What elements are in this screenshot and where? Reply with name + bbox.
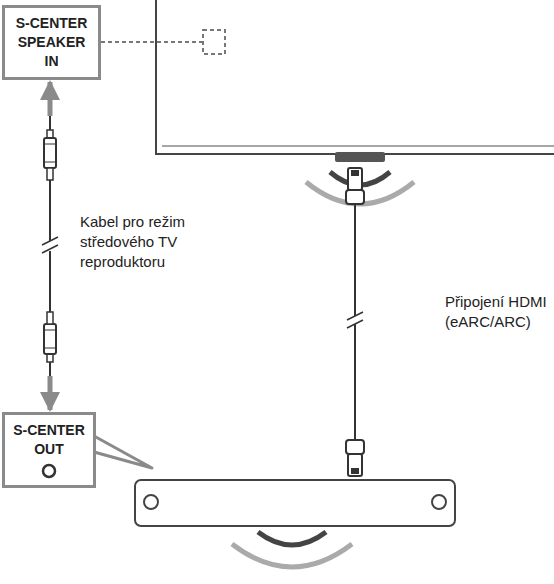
jack-symbol: [41, 463, 57, 479]
port-name: S-CENTER SPEAKER IN: [9, 14, 94, 71]
hdmi-cable: [346, 168, 364, 476]
connection-label: Připojení HDMI (eARC/ARC): [445, 292, 553, 332]
port-name: S-CENTER OUT: [9, 421, 89, 459]
label-box: S-CENTER SPEAKER IN: [2, 5, 101, 80]
tv-body: [156, 0, 554, 154]
soundbar: [135, 480, 455, 526]
cable-label: Kabel pro režim středového TV reprodukto…: [80, 212, 212, 272]
tv-jack: [203, 30, 225, 54]
tv-stand: [335, 152, 385, 162]
sound-wave: [258, 532, 326, 545]
label-box: S-CENTER OUT: [2, 412, 96, 488]
callout-pointer: [94, 436, 152, 468]
leader-line: [101, 41, 202, 43]
sound-wave: [232, 544, 352, 567]
jack-plug: [44, 312, 56, 376]
jack-plug: [44, 116, 56, 180]
